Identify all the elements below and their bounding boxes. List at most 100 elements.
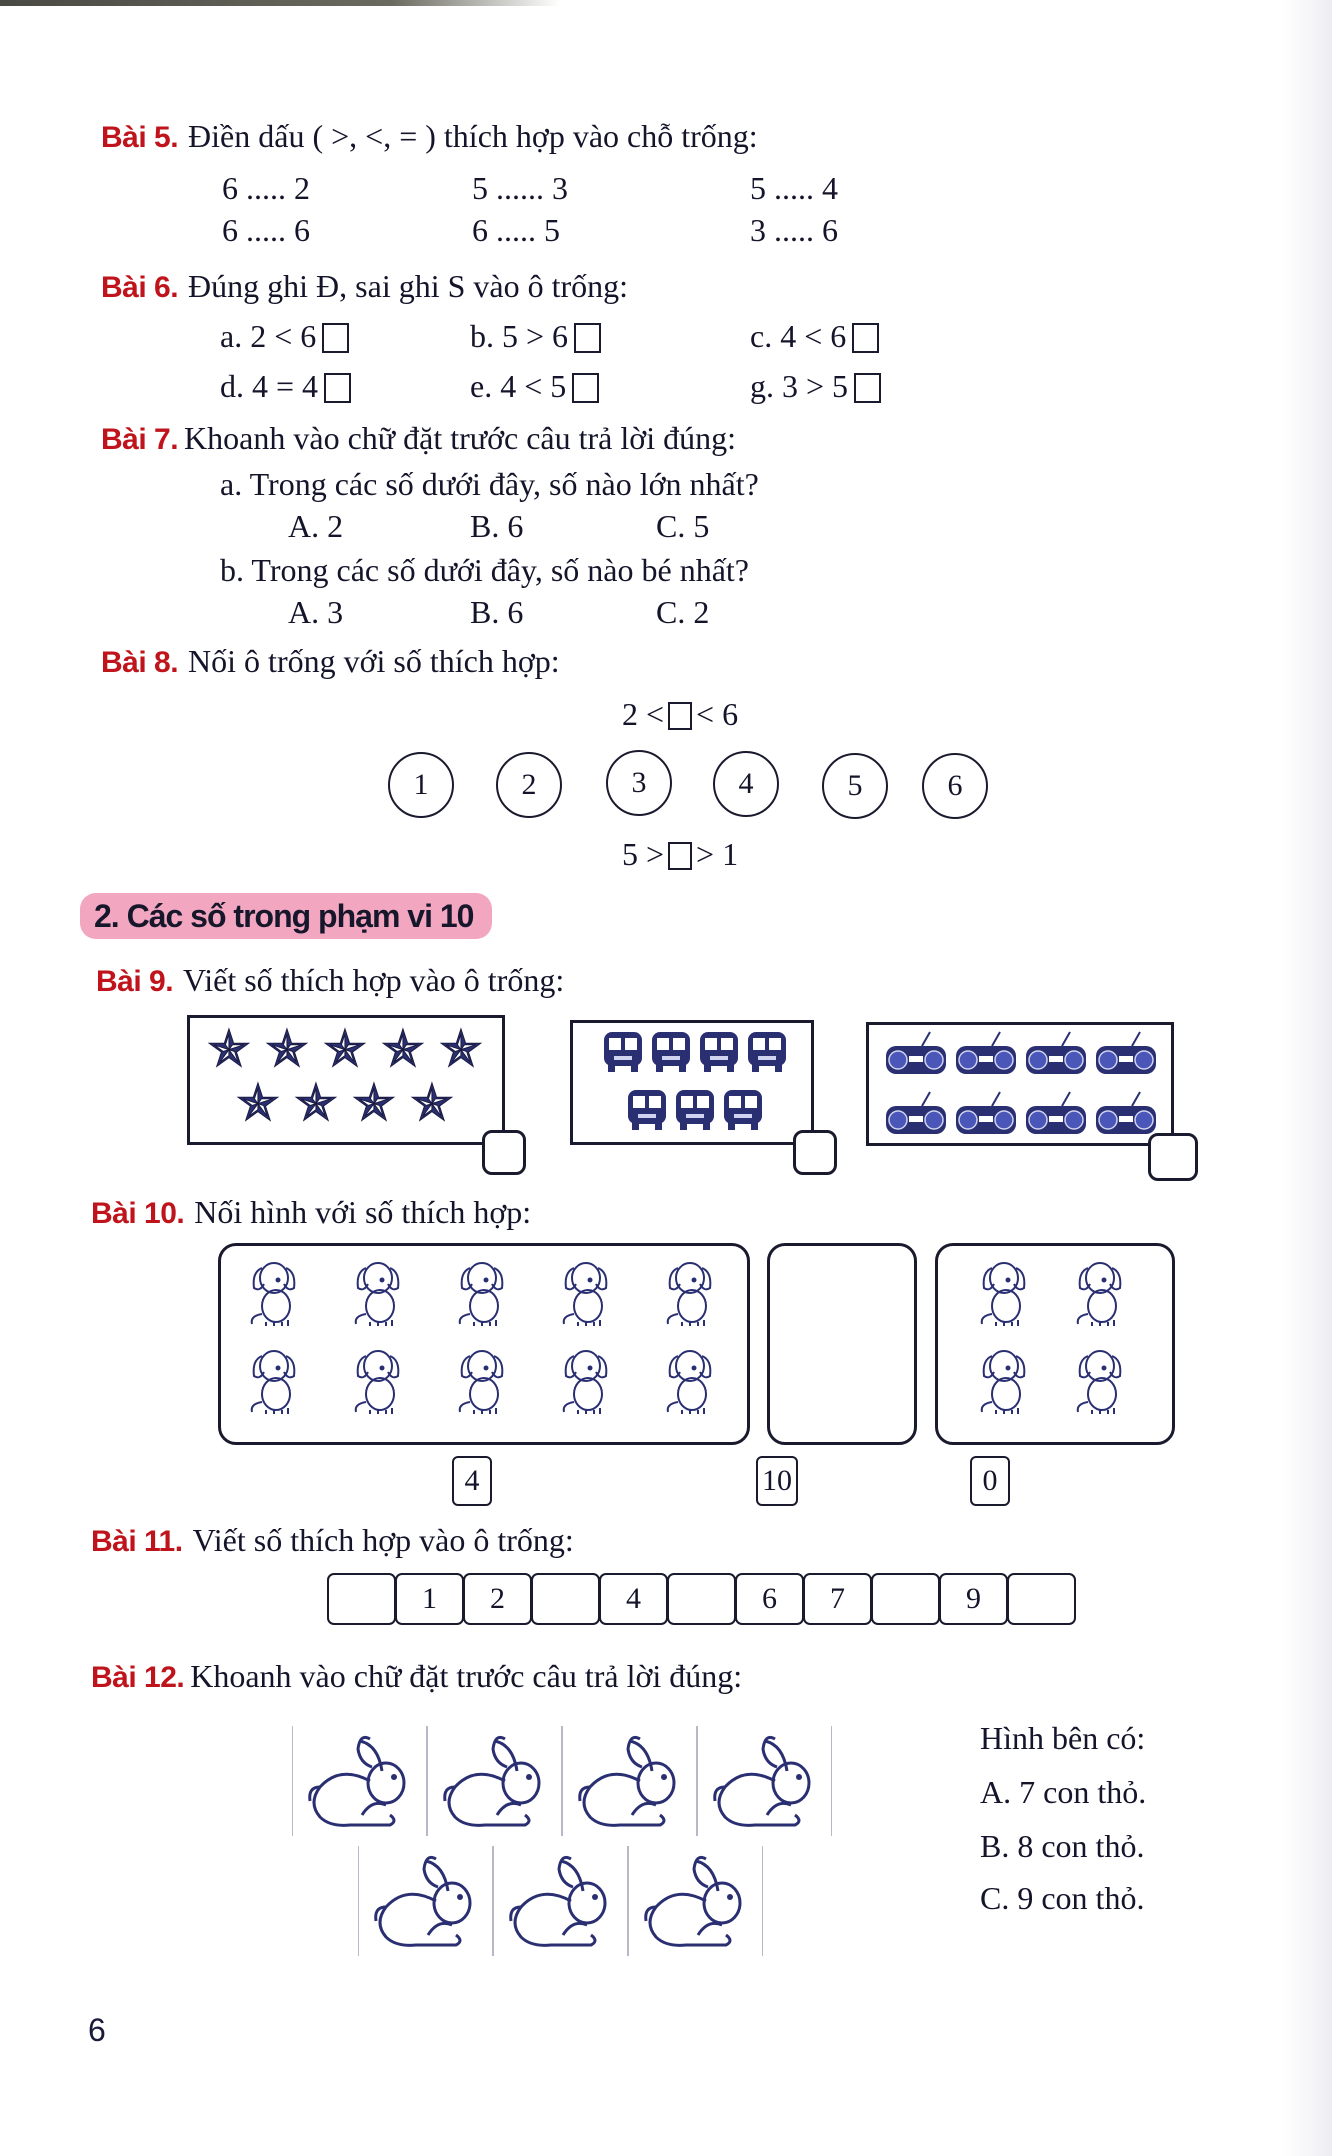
- answer-option[interactable]: A. 7 con thỏ.: [980, 1774, 1147, 1810]
- sequence-cell[interactable]: [1007, 1573, 1076, 1625]
- bai6-label: Bài 6.: [101, 271, 179, 304]
- sequence-cell[interactable]: 9: [939, 1573, 1008, 1625]
- answer-option[interactable]: B. 8 con thỏ.: [980, 1828, 1145, 1864]
- bai5-heading: Bài 5.Điền dấu ( >, <, = ) thích hợp vào…: [101, 118, 758, 155]
- dog-icon: [980, 1262, 1026, 1326]
- answer-option[interactable]: C. 9 con thỏ.: [980, 1880, 1145, 1916]
- sequence-cell[interactable]: [667, 1573, 736, 1625]
- blank-box[interactable]: [668, 702, 693, 730]
- bai7a-question: a. Trong các số dưới đây, số nào lớn nhấ…: [220, 466, 759, 502]
- number-circle[interactable]: 1: [388, 752, 454, 818]
- bai12-heading: Bài 12.Khoanh vào chữ đặt trước câu trả …: [91, 1658, 742, 1695]
- number-circle[interactable]: 2: [496, 752, 562, 818]
- bai5-item: 3 ..... 6: [750, 212, 838, 248]
- bai10-label: Bài 10.: [91, 1197, 185, 1230]
- blank-box[interactable]: [668, 842, 693, 870]
- answer-option[interactable]: B. 6: [470, 508, 524, 544]
- number-circle[interactable]: 3: [606, 750, 672, 816]
- dog-grid-4: [955, 1258, 1155, 1416]
- dog-group-empty[interactable]: [767, 1243, 917, 1445]
- star-icon: ✯: [208, 1021, 251, 1077]
- answer-box[interactable]: [793, 1130, 837, 1175]
- dog-icon: [562, 1350, 608, 1414]
- star-icon: ✯: [295, 1075, 338, 1131]
- dog-icon: [354, 1262, 400, 1326]
- sequence-cell[interactable]: 2: [463, 1573, 532, 1625]
- bai5-item: 6 ..... 2: [222, 170, 310, 206]
- bai9-label: Bài 9.: [96, 965, 174, 998]
- sequence-cell[interactable]: [871, 1573, 940, 1625]
- dog-group-4[interactable]: [935, 1243, 1175, 1445]
- radio-icon: [956, 1031, 1016, 1074]
- answer-option[interactable]: B. 6: [470, 594, 524, 630]
- bai5-item: 5 ...... 3: [472, 170, 568, 206]
- star-icon: ✯: [353, 1075, 396, 1131]
- star-group-box: [187, 1015, 505, 1145]
- bai9-prompt: Viết số thích hợp vào ô trống:: [183, 962, 565, 998]
- number-box[interactable]: 0: [970, 1456, 1010, 1506]
- bai7-prompt: Khoanh vào chữ đặt trước câu trả lời đún…: [184, 420, 736, 456]
- bai6-item: e. 4 < 5: [470, 368, 600, 405]
- inequality-top: 2 << 6: [622, 696, 739, 732]
- bai6-item: d. 4 = 4: [220, 368, 352, 405]
- answer-option[interactable]: A. 2: [288, 508, 344, 544]
- bai9-heading: Bài 9. Viết số thích hợp vào ô trống:: [96, 962, 564, 999]
- bai6-item: g. 3 > 5: [750, 368, 882, 405]
- dog-icon: [666, 1262, 712, 1326]
- sequence-cell[interactable]: [327, 1573, 396, 1625]
- bai11-label: Bài 11.: [91, 1525, 183, 1558]
- radio-icon: [1026, 1031, 1086, 1074]
- rabbit-icon: [643, 1855, 741, 1947]
- number-circle[interactable]: 4: [713, 751, 779, 817]
- star-icon: ✯: [382, 1021, 425, 1077]
- sequence-cell[interactable]: 6: [735, 1573, 804, 1625]
- answer-option[interactable]: A. 3: [288, 594, 344, 630]
- dog-icon: [1076, 1350, 1122, 1414]
- dog-grid-10: [240, 1258, 730, 1416]
- radio-icon: [886, 1091, 946, 1134]
- bai11-prompt: Viết số thích hợp vào ô trống:: [192, 1522, 574, 1558]
- radio-group: [876, 1030, 1166, 1140]
- bus-icon: [652, 1032, 690, 1072]
- bai5-item: 6 ..... 5: [472, 212, 560, 248]
- section-title: 2. Các số trong phạm vi 10: [80, 893, 492, 939]
- number-box[interactable]: 4: [452, 1456, 492, 1506]
- bai8-prompt: Nối ô trống với số thích hợp:: [188, 643, 560, 679]
- answer-checkbox[interactable]: [324, 373, 352, 403]
- radio-icon: [956, 1091, 1016, 1134]
- bus-icon: [628, 1090, 666, 1130]
- answer-checkbox[interactable]: [572, 373, 600, 403]
- radio-icon: [1096, 1091, 1156, 1134]
- radio-icon: [1096, 1031, 1156, 1074]
- answer-checkbox[interactable]: [852, 323, 880, 353]
- answer-checkbox[interactable]: [574, 323, 602, 353]
- star-group: ✯ ✯ ✯ ✯ ✯ ✯ ✯ ✯ ✯: [195, 1021, 495, 1131]
- bai8-heading: Bài 8. Nối ô trống với số thích hợp:: [101, 643, 560, 680]
- bai8-label: Bài 8.: [101, 646, 179, 679]
- rabbit-icon: [712, 1735, 810, 1827]
- rabbit-icon: [373, 1855, 471, 1947]
- number-circle[interactable]: 6: [922, 753, 988, 819]
- sequence-cell[interactable]: 4: [599, 1573, 668, 1625]
- bai6-item: b. 5 > 6: [470, 318, 602, 355]
- number-circle[interactable]: 5: [822, 753, 888, 819]
- rabbit-icon: [307, 1735, 405, 1827]
- dog-icon: [980, 1350, 1026, 1414]
- answer-box[interactable]: [1148, 1133, 1198, 1181]
- answer-option[interactable]: C. 2: [656, 594, 710, 630]
- dog-icon: [458, 1350, 504, 1414]
- sequence-cell[interactable]: [531, 1573, 600, 1625]
- answer-checkbox[interactable]: [854, 373, 882, 403]
- dog-icon: [250, 1350, 296, 1414]
- radio-icon: [886, 1031, 946, 1074]
- number-box[interactable]: 10: [756, 1456, 798, 1506]
- inequality-bottom: 5 >> 1: [622, 836, 739, 872]
- bai12-prompt: Khoanh vào chữ đặt trước câu trả lời đún…: [190, 1658, 743, 1694]
- dog-group-10[interactable]: [218, 1243, 750, 1445]
- answer-checkbox[interactable]: [322, 323, 350, 353]
- sequence-cell[interactable]: 1: [395, 1573, 464, 1625]
- answer-box[interactable]: [482, 1130, 526, 1175]
- star-icon: ✯: [440, 1021, 483, 1077]
- answer-option[interactable]: C. 5: [656, 508, 710, 544]
- sequence-cell[interactable]: 7: [803, 1573, 872, 1625]
